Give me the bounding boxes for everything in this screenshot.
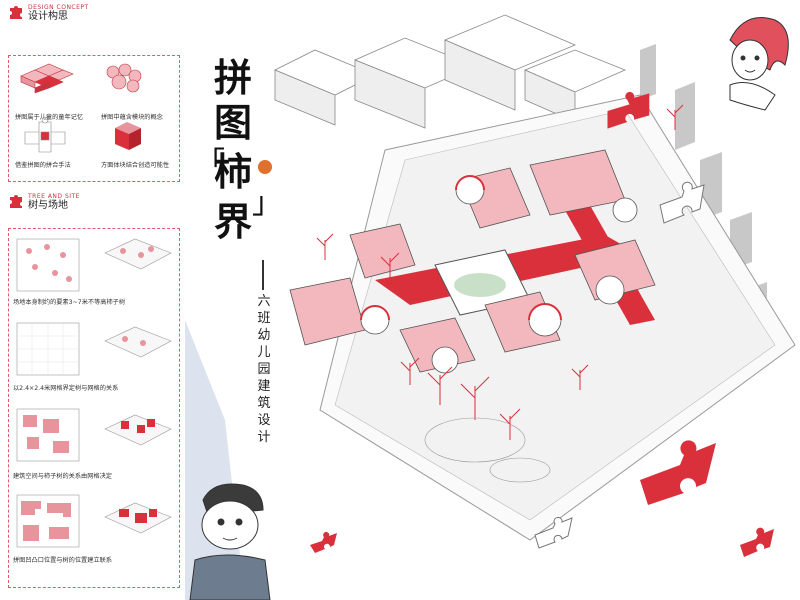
- puzzle-joining-illustration: [24, 116, 66, 153]
- tree-site-cn-title: 树与场地: [28, 200, 68, 211]
- puzzle-logo-icon: [10, 6, 22, 19]
- cartoon-boy-illustration: [189, 483, 271, 600]
- tree-site-illustrations: [16, 238, 172, 548]
- caption-4: 方面体块结合创造可能性: [101, 162, 170, 169]
- module-blob-illustration: [106, 63, 142, 93]
- caption-2: 拼图中蕴含模块的概念: [101, 114, 163, 121]
- subtitle-char: 计: [257, 430, 271, 445]
- subtitle-char: 设: [257, 413, 271, 428]
- subtitle-char: 儿: [257, 345, 271, 360]
- puzzle-logo-icon: [10, 195, 22, 208]
- caption-3: 借鉴拼图的拼合手法: [15, 162, 71, 169]
- design-concept-en-title: DESIGN CONCEPT: [28, 4, 89, 11]
- tree-site-en-title: TREE AND SITE: [28, 193, 80, 200]
- subtitle-char: 筑: [257, 396, 271, 411]
- tree-site-header: TREE AND SITE 树与场地: [8, 193, 80, 212]
- tree-caption-1: 场地本身制约的要素3~7米不等高柿子树: [13, 299, 126, 306]
- subtitle-char: 园: [257, 362, 271, 377]
- block-cube-illustration: [115, 122, 141, 150]
- title-bracket-open: 「: [195, 146, 225, 181]
- puzzle-piece-decor-red: [310, 91, 774, 557]
- tree-rings: [424, 417, 551, 483]
- tree-caption-3: 建筑空间与柿子树的关系由网格决定: [13, 473, 112, 480]
- surrounding-buildings: [274, 14, 627, 129]
- puzzle-piece-decor-white: [534, 181, 705, 549]
- subtitle-dash: [262, 260, 264, 290]
- tree-caption-4: 拼图凹凸口位置与树的位置建立联系: [13, 557, 112, 564]
- persimmon-icon: [258, 160, 272, 174]
- subtitle-char: 幼: [257, 328, 271, 343]
- tree-site-panel: 场地本身制约的要素3~7米不等高柿子树 以2.4×2.4米网格界定树与网格的关系…: [8, 228, 180, 588]
- title-char-2: 图: [214, 100, 253, 145]
- persimmon-trees: [316, 104, 684, 440]
- isometric-site-plan: [185, 14, 796, 600]
- title-char-1: 拼: [214, 55, 253, 100]
- subtitle-char: 六: [257, 294, 271, 309]
- subtitle-char: 班: [257, 311, 271, 326]
- kindergarten-building: [289, 149, 656, 374]
- title-bracket-close: 」: [252, 186, 282, 221]
- caption-1: 拼图属于儿童的童年记忆: [15, 114, 84, 121]
- cartoon-girl-illustration: [729, 17, 789, 111]
- design-concept-panel: 拼图属于儿童的童年记忆 拼图中蕴含模块的概念 借鉴拼图的拼合手法 方面体块结合创…: [8, 55, 180, 182]
- title-char-3: 柿: [214, 149, 253, 194]
- tree-caption-2: 以2.4×2.4米网格界定树与网格的关系: [13, 385, 119, 392]
- design-concept-cn-title: 设计构思: [28, 11, 68, 22]
- subtitle-char: 建: [257, 379, 271, 394]
- design-concept-illustrations: [20, 63, 142, 153]
- title-char-4: 界: [214, 199, 253, 244]
- design-concept-header: DESIGN CONCEPT 设计构思: [8, 4, 89, 23]
- puzzle-cluster-illustration: [20, 63, 74, 94]
